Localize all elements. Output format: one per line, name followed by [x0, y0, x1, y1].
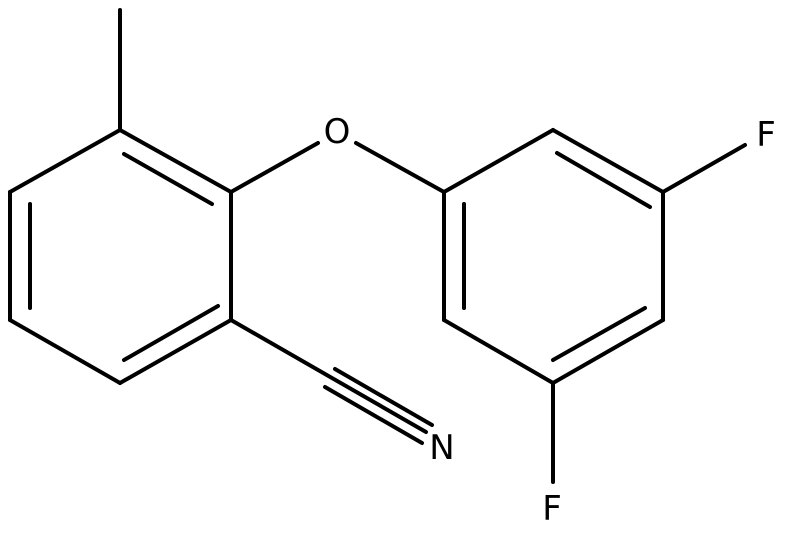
bond-o-c [354, 141, 446, 194]
bond-ring2-c3-f [661, 143, 747, 194]
bond-ring1-c6-c1-inner [122, 152, 214, 206]
bond-ring1-c6-c1 [118, 128, 233, 194]
atom-label-oxygen: O [324, 112, 351, 152]
bond-ring1-c4-c5 [118, 318, 233, 385]
bond-nitrile-1 [229, 318, 428, 434]
atom-label-fluorine-bottom: F [542, 489, 562, 529]
bond-ring2-c5-c6 [442, 318, 555, 385]
atom-label-nitrogen: N [429, 428, 454, 468]
bond-nitrile-3 [323, 385, 424, 445]
bond-ring1-c4-c5-inner [122, 304, 220, 362]
bond-c-o [229, 141, 320, 194]
atom-label-fluorine-top: F [756, 115, 776, 155]
bond-ring2-c4-c5 [551, 318, 665, 385]
bond-ring2-c1-c2 [442, 128, 555, 194]
bond-ring1-c3-c4 [8, 318, 122, 385]
bond-ring1-c1-c2 [8, 128, 122, 194]
bond-nitrile-2 [333, 367, 434, 427]
bond-ring2-c2-c3 [551, 128, 665, 194]
bond-ring2-c2-c3-inner [555, 151, 652, 209]
bond-ring2-c4-c5-inner [551, 306, 647, 362]
